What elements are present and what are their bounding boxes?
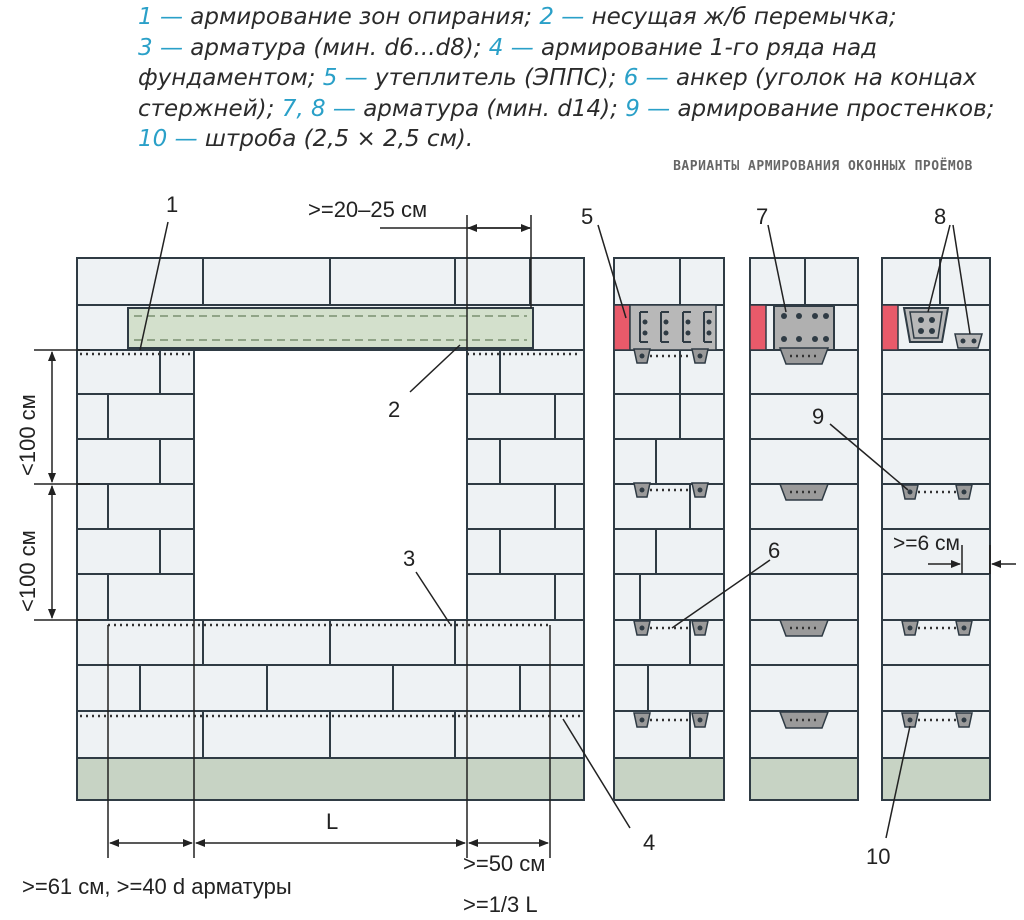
leader-8b [952,224,971,335]
section-insulation [613,257,725,801]
foundation-a [613,757,725,801]
callout-4: 4 [643,830,655,855]
leader-10 [885,725,911,839]
insulation-b [749,304,767,351]
foundation-c [881,757,991,801]
legend-number: 2 — [539,4,585,30]
leader-9 [829,423,909,491]
legend-number: 5 — [322,65,368,91]
callout-6: 6 [768,538,780,563]
callout-3: 3 [403,546,415,571]
dim-height-upper: <100 см [15,394,40,476]
legend-text: арматура (мин. d14); [355,95,626,122]
legend-line: стержней); 7, 8 — арматура (мин. d14); 9… [138,94,1024,125]
legend-text: армирование простенков; [670,95,995,122]
callout-7: 7 [756,204,768,229]
rebar-dot [639,353,645,359]
legend-text: арматура (мин. d6...d8); [182,34,489,61]
legend-number: 1 — [138,4,183,30]
main-wall [76,257,585,801]
legend-text: армирование зон опирания; [182,4,540,30]
rebar-dot [697,625,703,631]
legend-line: фундаментом; 5 — утеплитель (ЭППС); 6 — … [138,63,1024,94]
dimension-lines [34,215,551,858]
dim-top: >=20–25 см [308,197,427,222]
anchors [633,347,973,729]
rebar-dot [697,717,703,723]
callout-10: 10 [866,844,890,869]
section-pier-rebar [881,257,991,801]
leader-4 [562,718,631,829]
rebar-dot [961,717,967,723]
legend-number: 6 — [623,65,669,91]
legend-number: 3 — [138,34,183,61]
leader-1 [139,221,169,351]
dim-bottom-right-2: >=1/3 L [463,892,538,917]
legend-text: анкер (уголок на концах [668,65,977,91]
dim-span-l: L [326,809,338,834]
leader-8a [927,224,951,313]
leader-5 [597,224,627,319]
legend-line: 10 — штроба (2,5 × 2,5 см). [138,124,1024,155]
variants-title: ВАРИАНТЫ АРМИРОВАНИЯ ОКОННЫХ ПРОЁМОВ [673,159,973,174]
insulation-c [881,304,899,351]
foundation [76,757,585,801]
dim-side: >=6 см [893,532,960,555]
lintel [127,307,534,349]
leader-7 [767,224,787,313]
rebar-dot [907,625,913,631]
rebar-dot [697,487,703,493]
callout-2: 2 [388,397,400,422]
callout-1: 1 [166,192,178,217]
legend-text: армирование 1-го ряда над [533,34,877,61]
legend-text: штроба (2,5 × 2,5 см). [197,126,474,152]
legend: 1 — армирование зон опирания; 2 — несуща… [138,2,1024,155]
legend-number: 9 — [625,95,671,122]
foundation-b [749,757,859,801]
legend-text: утеплитель (ЭППС); [367,65,624,91]
legend-line: 3 — арматура (мин. d6...d8); 4 — армиров… [138,33,1024,64]
window-opening [193,349,468,621]
leader-6 [671,559,771,629]
dim-bottom-right-1: >=50 см [463,851,545,876]
rebar-dot [639,487,645,493]
rebar-dot [697,353,703,359]
leader-3 [415,571,451,625]
legend-number: 4 — [488,34,534,61]
dim-bottom-left: >=61 см, >=40 d арматуры [22,874,292,899]
rebar-dot [961,625,967,631]
callout-5: 5 [581,204,593,229]
rebar-dot [907,489,913,495]
legend-text: стержней); [138,95,282,122]
rebar-dot [639,717,645,723]
legend-text: несущая ж/б перемычка; [584,4,897,30]
callout-9: 9 [812,404,824,429]
legend-line: 1 — армирование зон опирания; 2 — несуща… [138,2,1024,33]
legend-number: 10 — [138,126,198,152]
legend-number: 7, 8 — [281,95,356,122]
callout-8: 8 [934,204,946,229]
rebar-dot [907,717,913,723]
legend-text: фундаментом; [138,65,323,91]
insulation-a [613,304,631,351]
leader-2 [409,344,461,393]
rebar-dot [961,489,967,495]
dim-height-lower: <100 см [15,530,40,612]
rebar-dot [639,625,645,631]
